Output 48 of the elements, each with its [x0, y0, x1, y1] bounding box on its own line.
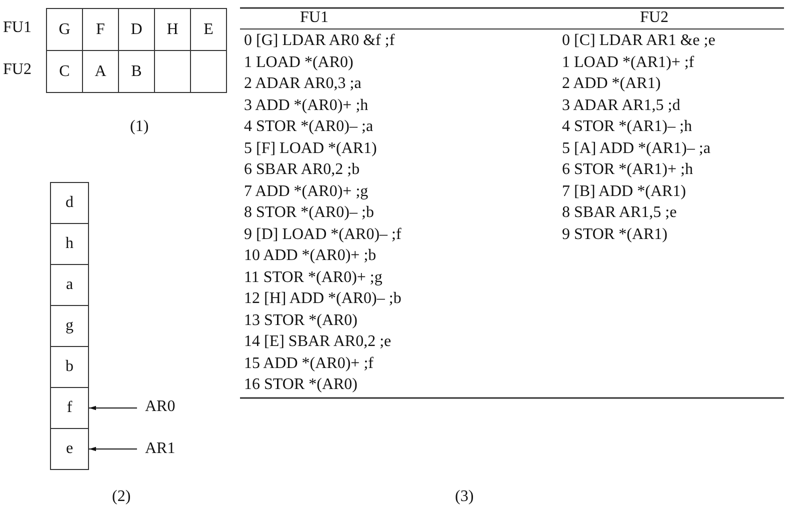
memory-cell: h — [50, 223, 89, 265]
memory-cell: f — [50, 387, 89, 429]
code-line: 14 [E] SBAR AR0,2 ;e — [244, 333, 392, 351]
arrow — [88, 406, 138, 410]
code-line: 3 ADAR AR1,5 ;d — [562, 96, 680, 114]
code-line: 10 ADD *(AR0)+ ;b — [244, 247, 376, 265]
code-line: 9 STOR *(AR1) — [562, 226, 668, 244]
code-line: 1 LOAD *(AR1)+ ;f — [562, 54, 694, 72]
memory-cell: e — [50, 428, 89, 470]
memory-cell: g — [50, 305, 89, 347]
code-line: 1 LOAD *(AR0) — [244, 54, 354, 72]
code-line: 7 [B] ADD *(AR1) — [562, 182, 686, 200]
code-line: 12 [H] ADD *(AR0)– ;b — [244, 290, 402, 308]
table-cell: E — [190, 8, 227, 51]
code-line: 3 ADD *(AR0)+ ;h — [244, 96, 368, 114]
code-line: 2 ADD *(AR1) — [562, 75, 661, 93]
code-line: 4 STOR *(AR1)– ;h — [562, 118, 692, 136]
pointer-label: AR1 — [145, 440, 176, 458]
code-line: 2 ADAR AR0,3 ;a — [244, 75, 362, 93]
code-line: 7 ADD *(AR0)+ ;g — [244, 182, 368, 200]
caption: (3) — [455, 488, 474, 506]
column-header: FU2 — [640, 9, 668, 27]
code-line: 5 [F] LOAD *(AR1) — [244, 140, 377, 158]
memory-cell: b — [50, 346, 89, 388]
code-line: 0 [G] LDAR AR0 &f ;f — [244, 32, 395, 50]
caption: (2) — [112, 488, 131, 506]
row-label: FU1 — [3, 19, 32, 37]
code-line: 8 STOR *(AR0)– ;b — [244, 204, 374, 222]
code-line: 6 STOR *(AR1)+ ;h — [562, 161, 693, 179]
code-line: 8 SBAR AR1,5 ;e — [562, 204, 677, 222]
code-line: 15 ADD *(AR0)+ ;f — [244, 354, 374, 372]
row-label: FU2 — [3, 61, 32, 79]
pointer-label: AR0 — [145, 398, 176, 416]
code-line: 0 [C] LDAR AR1 &e ;e — [562, 32, 716, 50]
column-header: FU1 — [300, 9, 328, 27]
code-line: 11 STOR *(AR0)+ ;g — [244, 268, 382, 286]
code-line: 9 [D] LOAD *(AR0)– ;f — [244, 226, 402, 244]
memory-cell: d — [50, 182, 89, 224]
table-cell: C — [46, 50, 83, 93]
code-line: 6 SBAR AR0,2 ;b — [244, 161, 360, 179]
code-line: 5 [A] ADD *(AR1)– ;a — [562, 140, 710, 158]
code-line: 13 STOR *(AR0) — [244, 312, 358, 330]
code-line: 4 STOR *(AR0)– ;a — [244, 118, 374, 136]
memory-cell: a — [50, 264, 89, 306]
code-line: 16 STOR *(AR0) — [244, 376, 358, 394]
arrow — [88, 446, 138, 452]
table-cell: G — [46, 8, 83, 51]
caption: (1) — [130, 118, 149, 136]
